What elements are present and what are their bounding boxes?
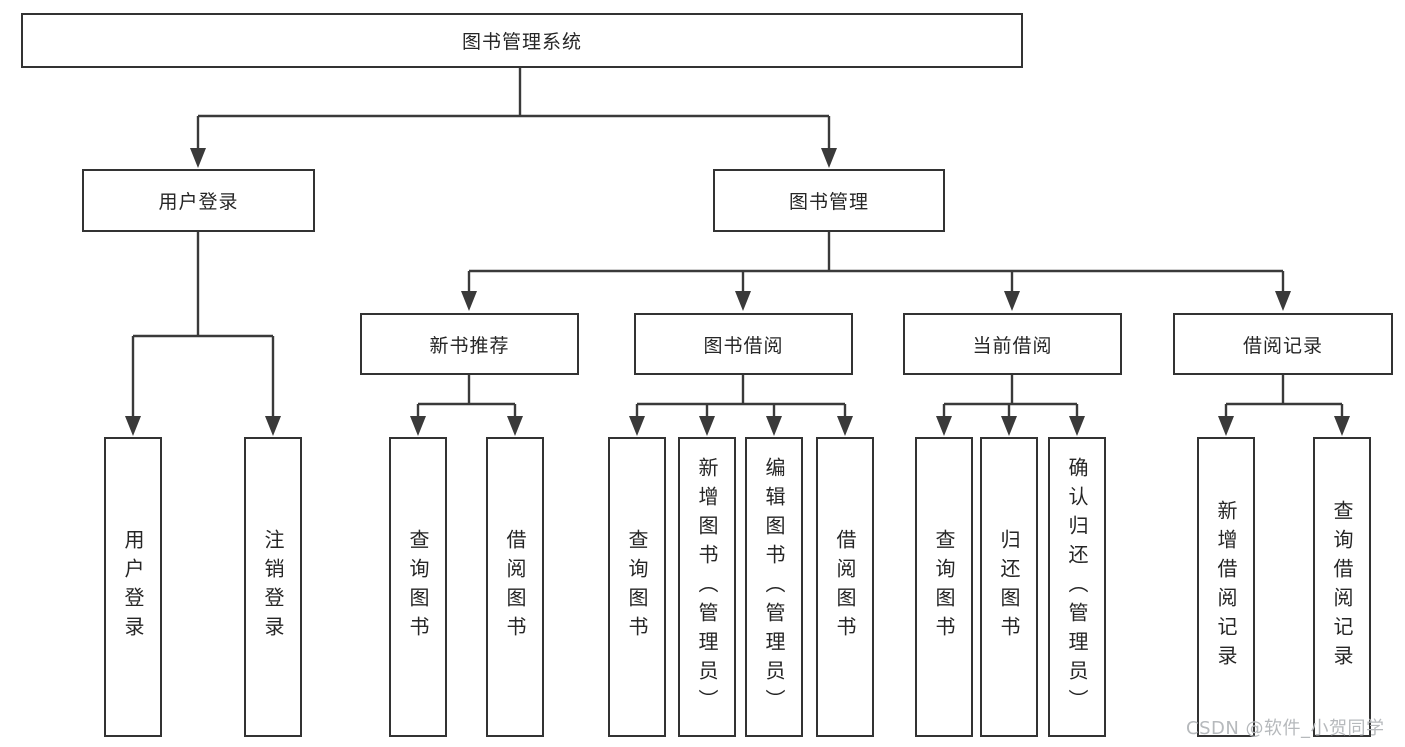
node-book-management: 图书管理 bbox=[713, 169, 945, 232]
leaf-label: 新增图书（管理员） bbox=[695, 456, 719, 718]
leaf-add-borrow-record: 新增借阅记录 bbox=[1197, 437, 1255, 737]
watermark: CSDN @软件_小贺同学 bbox=[1186, 718, 1385, 739]
leaf-label: 查询图书 bbox=[406, 529, 430, 645]
leaf-label: 确认归还（管理员） bbox=[1065, 456, 1089, 718]
node-borrowing-records: 借阅记录 bbox=[1173, 313, 1393, 375]
node-current-borrowing: 当前借阅 bbox=[903, 313, 1122, 375]
leaf-label: 用户登录 bbox=[121, 529, 145, 645]
leaf-query-books-current: 查询图书 bbox=[915, 437, 973, 737]
node-label: 图书管理 bbox=[788, 191, 869, 213]
node-library-management-system: 图书管理系统 bbox=[21, 13, 1023, 68]
node-label: 当前借阅 bbox=[972, 334, 1053, 357]
node-label: 借阅记录 bbox=[1242, 334, 1323, 357]
node-label: 新书推荐 bbox=[429, 334, 510, 357]
leaf-label: 归还图书 bbox=[997, 529, 1021, 645]
node-label: 图书管理系统 bbox=[461, 31, 582, 53]
node-label: 用户登录 bbox=[158, 191, 239, 213]
leaf-borrow-books: 借阅图书 bbox=[816, 437, 874, 737]
leaf-query-books-borrow: 查询图书 bbox=[608, 437, 666, 737]
leaf-logout: 注销登录 bbox=[244, 437, 302, 737]
leaf-label: 查询图书 bbox=[932, 529, 956, 645]
node-label: 图书借阅 bbox=[703, 334, 784, 357]
leaf-query-books-recommend: 查询图书 bbox=[389, 437, 447, 737]
leaf-label: 新增借阅记录 bbox=[1214, 500, 1238, 674]
leaf-return-book: 归还图书 bbox=[980, 437, 1038, 737]
leaf-label: 编辑图书（管理员） bbox=[762, 456, 786, 718]
leaf-borrow-books-recommend: 借阅图书 bbox=[486, 437, 544, 737]
node-book-borrowing: 图书借阅 bbox=[634, 313, 853, 375]
leaf-confirm-return-admin: 确认归还（管理员） bbox=[1048, 437, 1106, 737]
leaf-add-book-admin: 新增图书（管理员） bbox=[678, 437, 736, 737]
leaf-user-login: 用户登录 bbox=[104, 437, 162, 737]
leaf-edit-book-admin: 编辑图书（管理员） bbox=[745, 437, 803, 737]
leaf-query-borrow-record: 查询借阅记录 bbox=[1313, 437, 1371, 737]
leaf-label: 注销登录 bbox=[261, 529, 285, 645]
leaf-label: 查询借阅记录 bbox=[1330, 500, 1354, 674]
node-new-book-recommendation: 新书推荐 bbox=[360, 313, 579, 375]
node-user-login: 用户登录 bbox=[82, 169, 315, 232]
leaf-label: 查询图书 bbox=[625, 529, 649, 645]
leaf-label: 借阅图书 bbox=[833, 529, 857, 645]
leaf-label: 借阅图书 bbox=[503, 529, 527, 645]
